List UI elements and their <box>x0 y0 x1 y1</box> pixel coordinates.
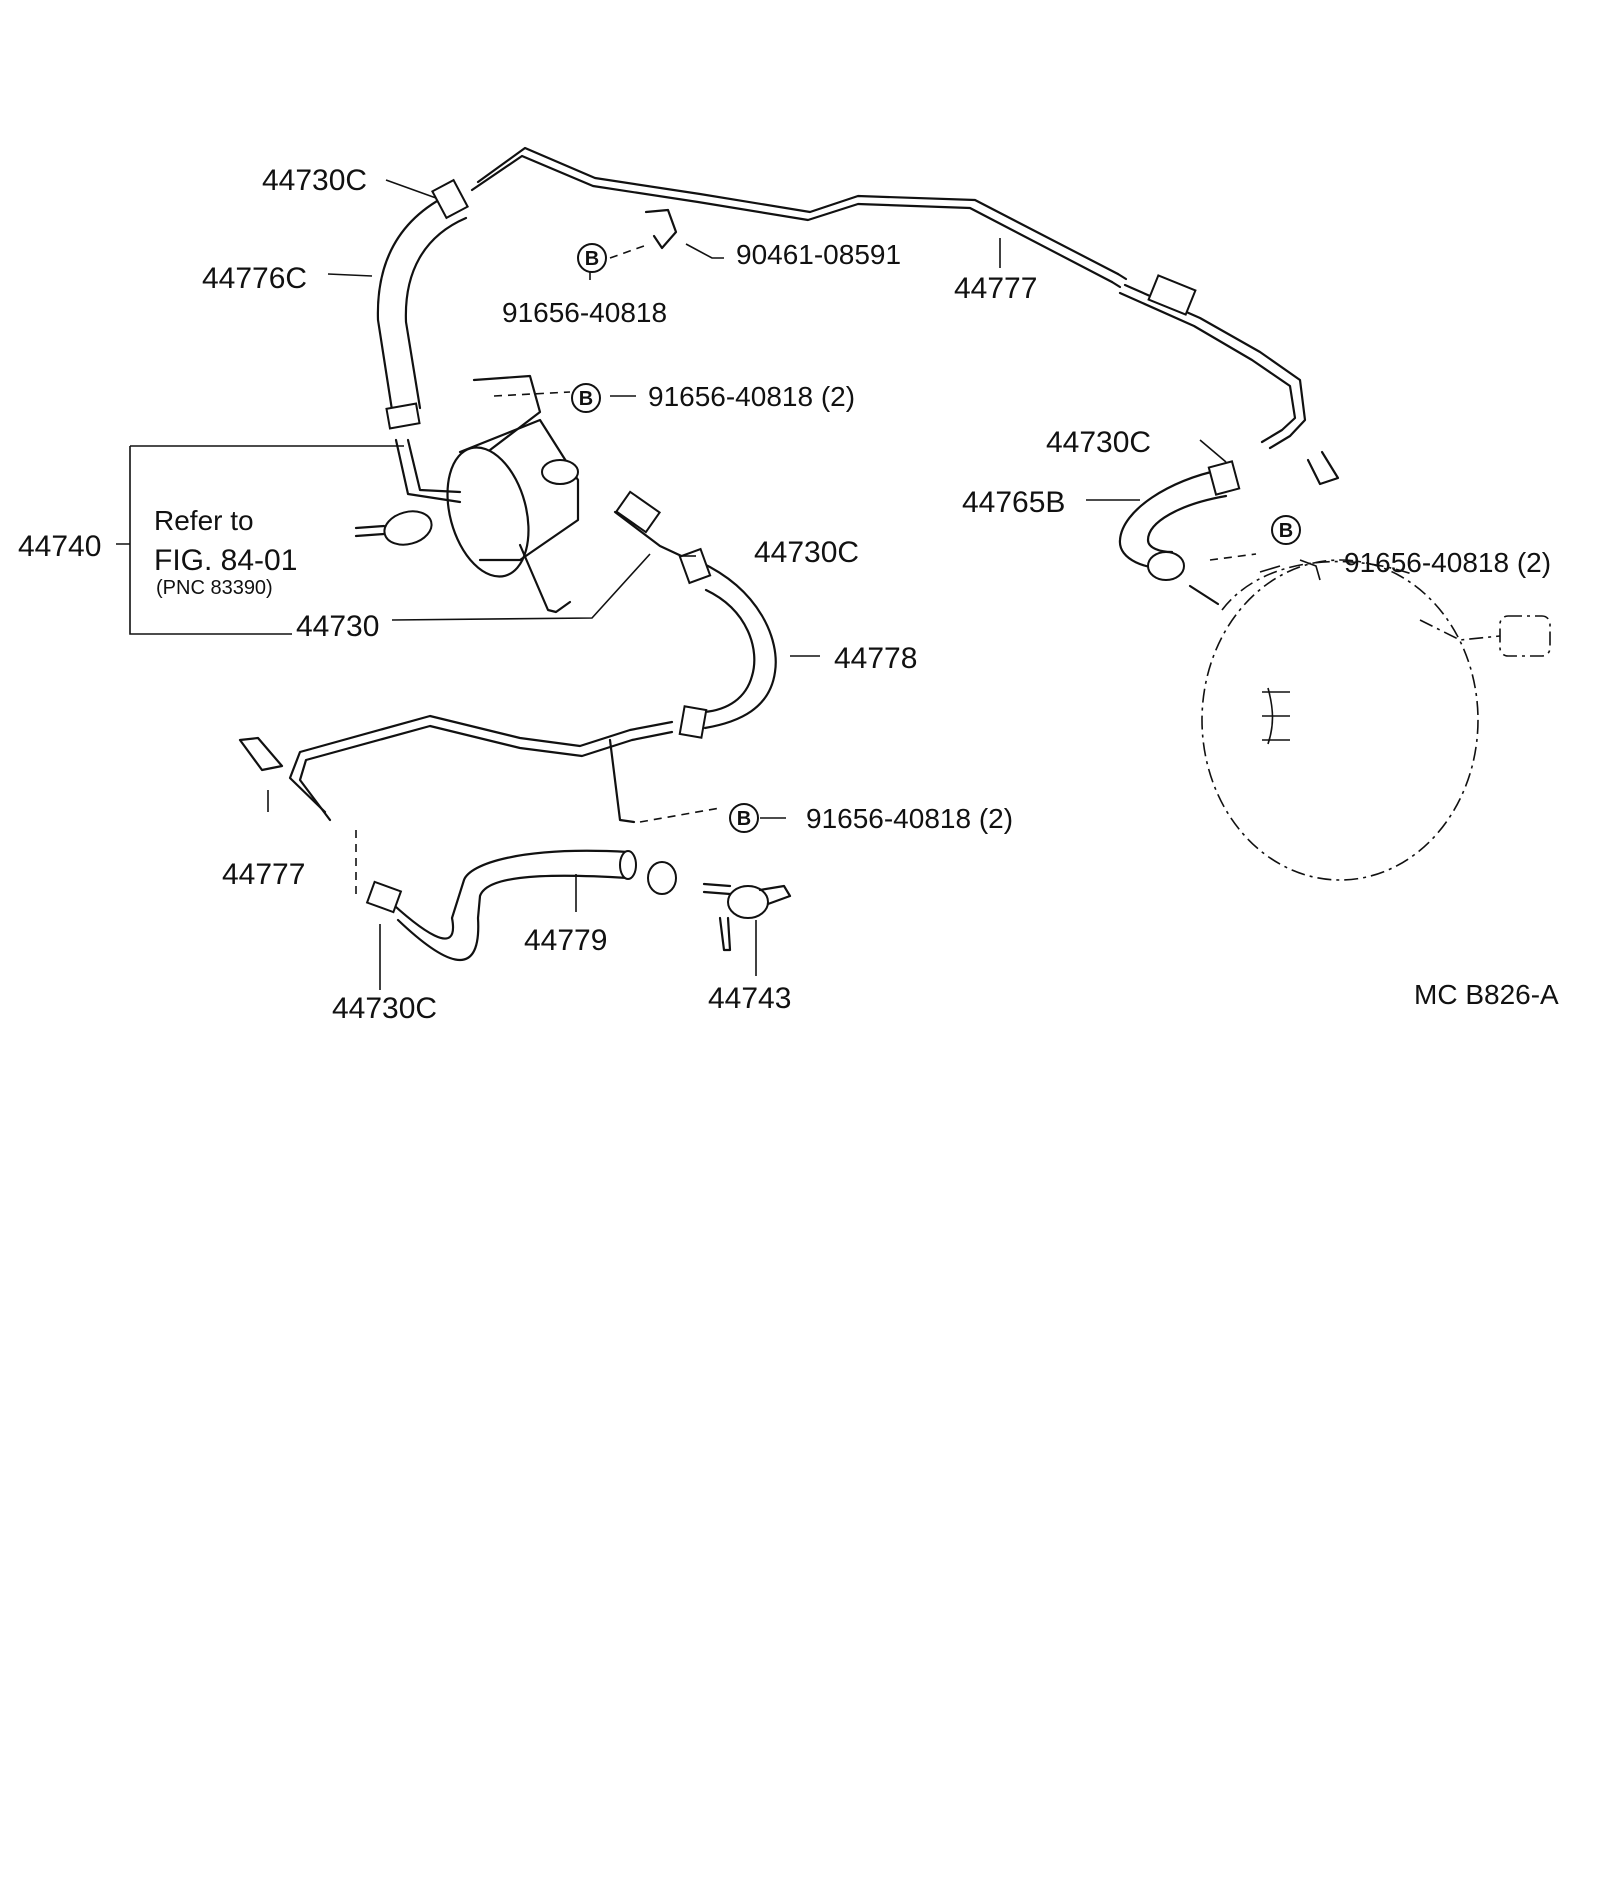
label-44730c-mid: 44730C <box>754 536 859 569</box>
vacuum-pipe-lower <box>238 714 674 824</box>
label-91656-40818-b: 91656-40818 (2) <box>648 381 855 412</box>
hose-44776c <box>376 178 469 430</box>
label-44778: 44778 <box>834 642 917 675</box>
label-91656-40818-c: 91656-40818 (2) <box>1344 547 1551 578</box>
label-44730c-bottom: 44730C <box>332 992 437 1025</box>
brake-booster <box>1201 559 1551 881</box>
label-91656-40818-d: 91656-40818 (2) <box>806 803 1013 834</box>
svg-text:B: B <box>1279 520 1293 542</box>
bolt-marker-4: B <box>729 803 759 833</box>
label-44776c: 44776C <box>202 262 307 295</box>
label-pnc-83390: (PNC 83390) <box>156 577 273 599</box>
label-91656-40818-a: 91656-40818 <box>502 297 667 328</box>
label-44730c-right: 44730C <box>1046 426 1151 459</box>
label-44779: 44779 <box>524 924 607 957</box>
bolt-marker-3: B <box>1271 515 1301 545</box>
label-44777-lower: 44777 <box>222 858 305 891</box>
label-fig-84-01: FIG. 84-01 <box>154 544 297 577</box>
label-44777-top: 44777 <box>954 272 1037 305</box>
label-figure-code: MC B826-A <box>1414 979 1559 1010</box>
bolt-marker-1: B <box>577 243 607 273</box>
hose-44779 <box>365 849 637 962</box>
hose-44765b <box>1118 460 1241 606</box>
dashed-lines <box>355 245 1257 896</box>
vacuum-pipe-top <box>470 146 1307 450</box>
svg-text:B: B <box>737 808 751 830</box>
label-44730: 44730 <box>296 610 379 643</box>
label-44743: 44743 <box>708 982 791 1015</box>
hose-44778 <box>613 490 777 739</box>
label-refer-to: Refer to <box>154 505 254 536</box>
bracket-small <box>644 208 1340 486</box>
valve-44743 <box>647 861 792 952</box>
svg-text:B: B <box>585 248 599 270</box>
label-44730c-top: 44730C <box>262 164 367 197</box>
bolt-marker-2: B <box>571 383 601 413</box>
svg-text:B: B <box>579 388 593 410</box>
valve-44740 <box>354 510 433 546</box>
label-44740: 44740 <box>18 530 101 563</box>
label-90461-08591: 90461-08591 <box>736 239 901 270</box>
label-44765b: 44765B <box>962 486 1065 519</box>
canister <box>394 374 580 614</box>
